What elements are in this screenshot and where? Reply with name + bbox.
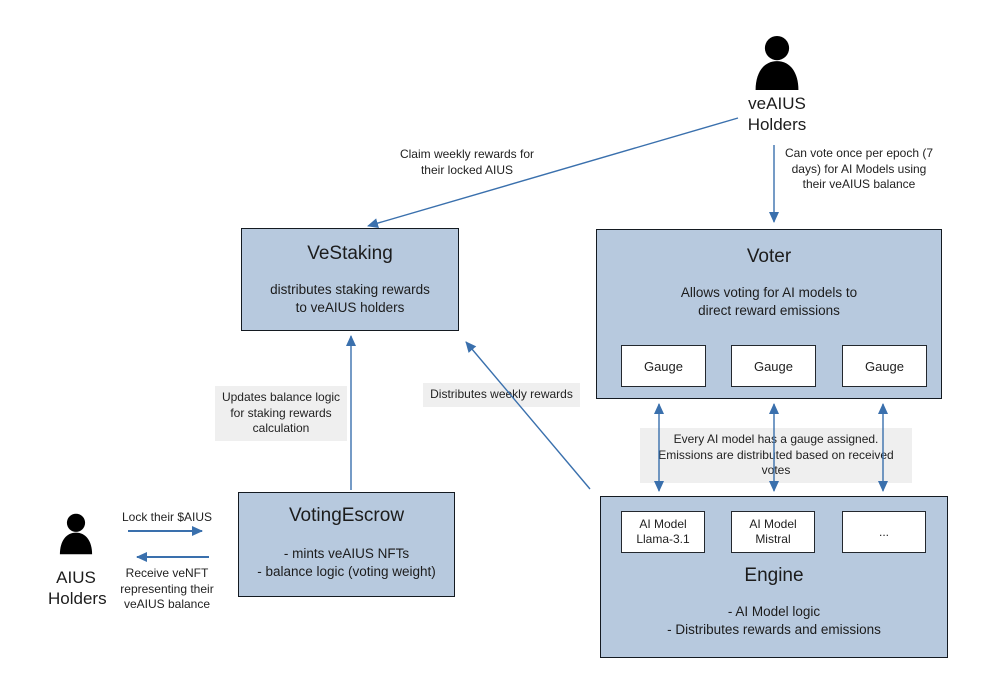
ai-model-box: AI Model Llama-3.1 <box>621 511 705 553</box>
aius-holders-actor: AIUS Holders <box>48 504 107 609</box>
voter-box: Voter Allows voting for AI models to dir… <box>596 229 942 399</box>
can-vote-label: Can vote once per epoch (7 days) for AI … <box>784 146 934 192</box>
ai-model-box: ... <box>842 511 926 553</box>
votingescrow-title: VotingEscrow <box>288 505 405 526</box>
claim-rewards-label: Claim weekly rewards for their locked AI… <box>399 147 535 177</box>
updates-balance-label: Updates balance logic for staking reward… <box>215 386 347 441</box>
engine-body: - AI Model logic - Distributes rewards a… <box>667 604 881 637</box>
ai-model-box: AI Model Mistral <box>731 511 815 553</box>
voter-title: Voter <box>746 246 792 267</box>
votingescrow-box: VotingEscrow - mints veAIUS NFTs - balan… <box>238 492 455 597</box>
voter-body: Allows voting for AI models to direct re… <box>680 285 858 318</box>
distributes-weekly-label: Distributes weekly rewards <box>423 383 580 407</box>
gauge-assignment-label: Every AI model has a gauge assigned. Emi… <box>640 428 912 483</box>
engine-box: AI Model Llama-3.1 AI Model Mistral ... … <box>600 496 948 658</box>
votingescrow-body: - mints veAIUS NFTs - balance logic (vot… <box>257 546 436 579</box>
veaius-holders-label: veAIUS Holders <box>747 94 807 134</box>
gauge-box: Gauge <box>621 345 706 387</box>
gauge-box: Gauge <box>842 345 927 387</box>
lock-aius-label: Lock their $AIUS <box>121 510 213 524</box>
vestaking-box: VeStaking distributes staking rewards to… <box>241 228 459 331</box>
vestaking-body: distributes staking rewards to veAIUS ho… <box>270 282 430 315</box>
veaius-holders-actor: veAIUS Holders <box>735 36 819 135</box>
arrow-engine-to-vestaking <box>465 341 591 490</box>
aius-holders-label: AIUS Holders <box>48 568 107 608</box>
receive-venft-label: Receive veNFT representing their veAIUS … <box>120 566 214 612</box>
person-icon <box>59 513 93 555</box>
engine-title: Engine <box>744 565 804 586</box>
gauge-box: Gauge <box>731 345 816 387</box>
vestaking-title: VeStaking <box>307 243 393 264</box>
person-icon <box>755 36 799 90</box>
